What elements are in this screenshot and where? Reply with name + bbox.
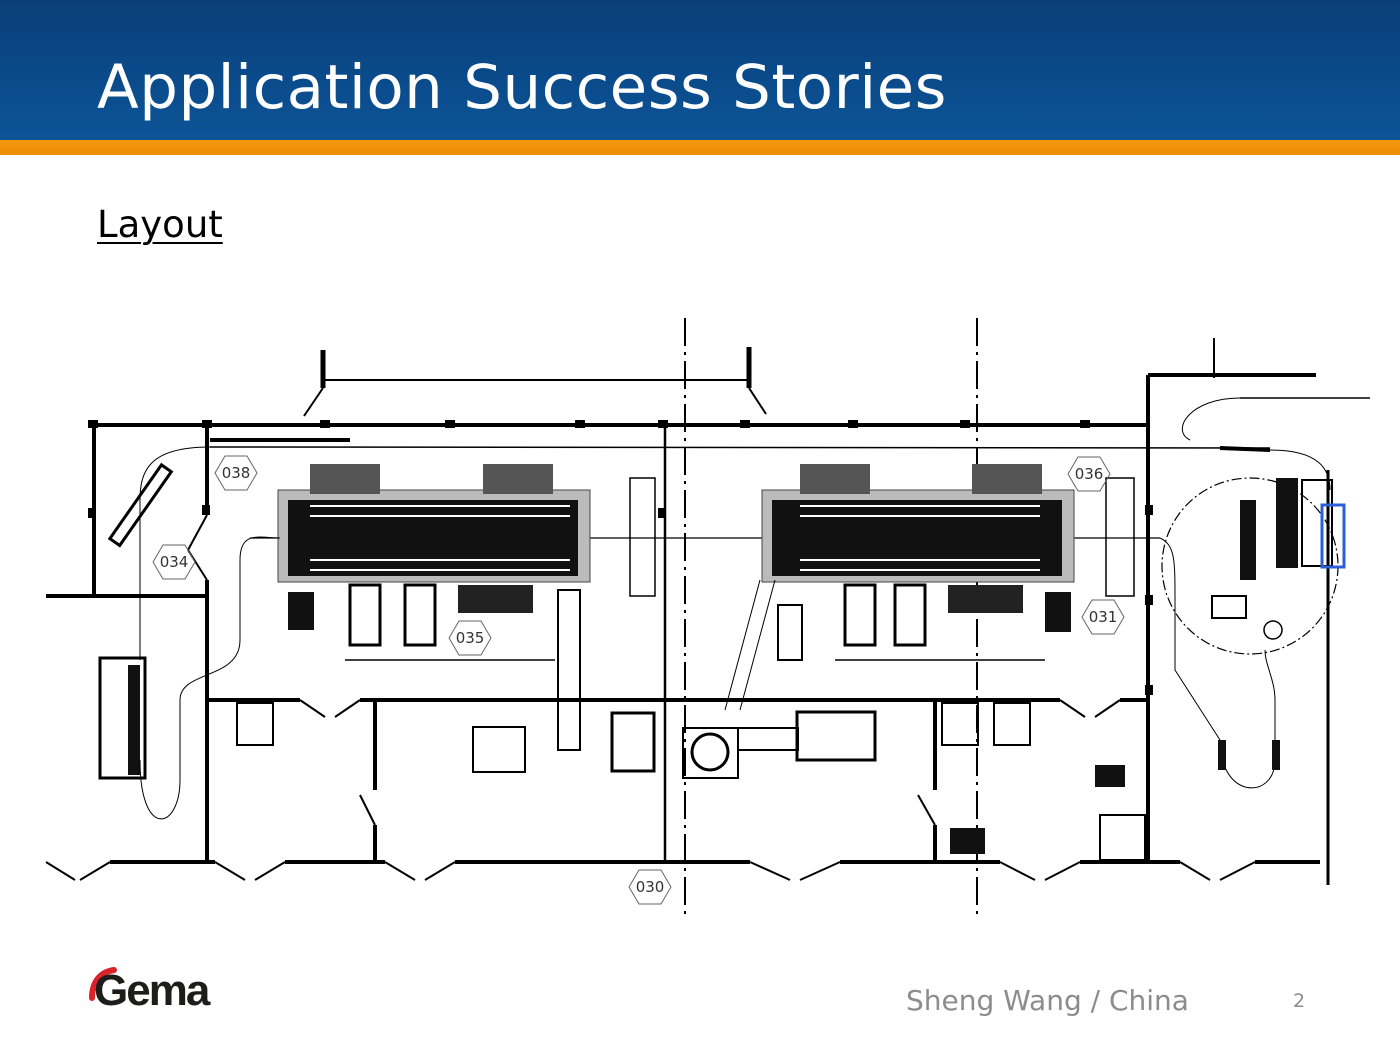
floor-plan-drawing: 038 034 035 036 031 030 <box>45 318 1370 920</box>
hex-labels: 038 034 035 036 031 030 <box>152 455 1125 905</box>
lower-equipment <box>98 656 1146 861</box>
hex-label-036: 036 <box>1067 456 1111 492</box>
walls <box>45 338 1370 885</box>
grid-axis-lines <box>684 318 978 920</box>
svg-text:035: 035 <box>456 629 485 647</box>
svg-text:031: 031 <box>1089 608 1118 626</box>
title-banner <box>0 0 1400 140</box>
conveyor-paths <box>139 397 1331 820</box>
svg-text:034: 034 <box>160 553 189 571</box>
logo-arc-icon <box>89 967 117 1001</box>
booth-line-1 <box>277 464 656 751</box>
recovery-unit <box>1211 478 1346 770</box>
hex-label-031: 031 <box>1081 599 1125 635</box>
lower-equipment-solid <box>128 665 1125 854</box>
transfer-unit <box>107 462 174 548</box>
booth-line-2 <box>724 464 1135 711</box>
hex-label-030: 030 <box>628 869 672 905</box>
hex-label-035: 035 <box>448 620 492 656</box>
gema-logo: Gema <box>88 962 218 1018</box>
svg-text:038: 038 <box>222 464 251 482</box>
page-number: 2 <box>1293 990 1306 1012</box>
logo-text: Gema <box>94 966 210 1015</box>
column-markers <box>88 420 1153 695</box>
hex-label-038: 038 <box>214 455 258 491</box>
footer-author: Sheng Wang / China <box>906 984 1189 1017</box>
slide-title: Application Success Stories <box>97 52 947 123</box>
section-subtitle: Layout <box>97 203 223 246</box>
accent-stripe <box>0 140 1400 155</box>
hex-label-034: 034 <box>152 544 196 580</box>
svg-text:030: 030 <box>636 878 665 896</box>
svg-text:036: 036 <box>1075 465 1104 483</box>
